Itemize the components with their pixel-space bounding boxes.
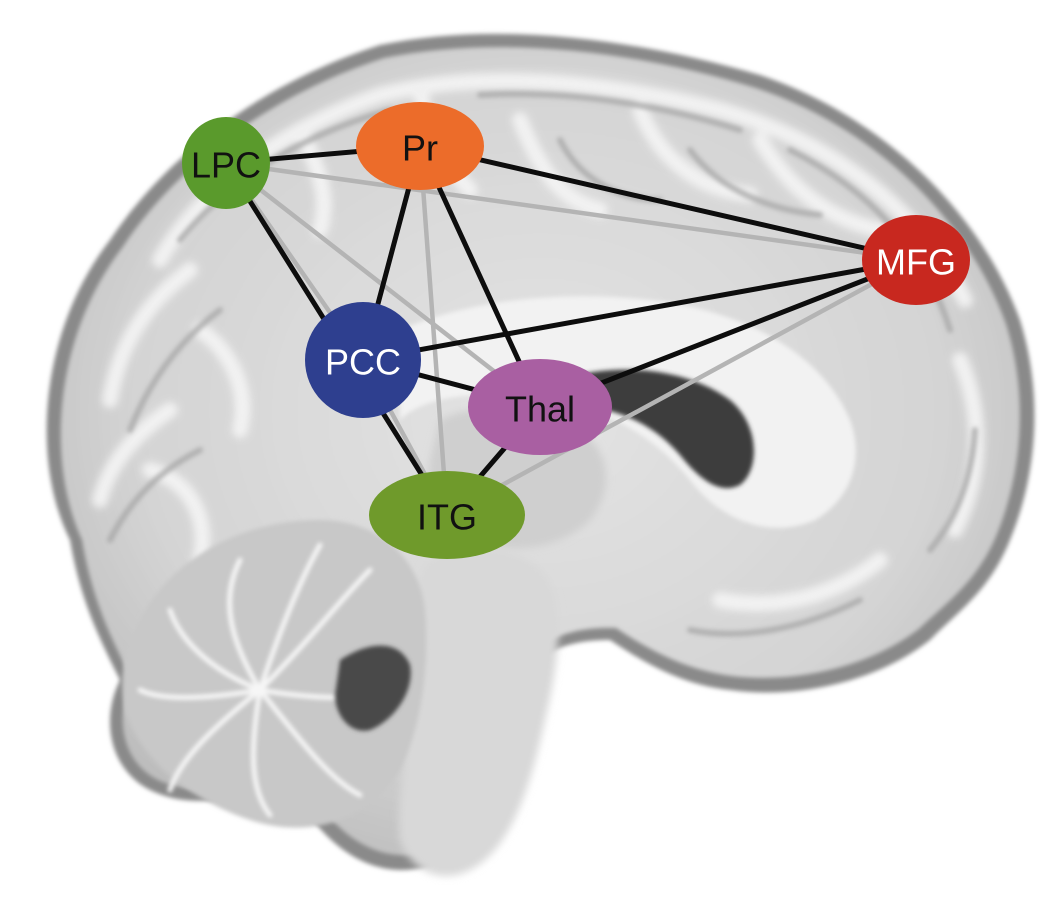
fourth-ventricle <box>335 645 411 731</box>
node-pcc-ellipse <box>305 302 421 418</box>
node-pcc-label: PCC <box>325 342 401 383</box>
node-lpc-label: LPC <box>191 145 261 186</box>
edge-lpc-mfg <box>223 160 919 263</box>
node-pr-label: Pr <box>402 128 438 169</box>
edge-pcc-mfg <box>360 257 919 363</box>
node-pcc: PCC <box>305 302 421 418</box>
node-lpc: LPC <box>182 117 270 209</box>
brainstem <box>398 548 559 876</box>
edge-pr-mfg <box>417 143 919 263</box>
node-lpc-ellipse <box>182 117 270 209</box>
edge-itg-mfg <box>444 257 919 518</box>
node-itg: ITG <box>369 471 525 559</box>
node-pr-ellipse <box>356 102 484 190</box>
node-thal-ellipse <box>468 359 612 455</box>
edge-thal-mfg <box>537 257 919 410</box>
node-itg-label: ITG <box>417 497 477 538</box>
node-itg-ellipse <box>369 471 525 559</box>
node-mfg-ellipse <box>862 215 970 305</box>
edge-pr-itg <box>417 143 450 518</box>
node-mfg-label: MFG <box>876 242 956 283</box>
node-pr: Pr <box>356 102 484 190</box>
node-thal-label: Thal <box>505 389 575 430</box>
node-thal: Thal <box>468 359 612 455</box>
node-mfg: MFG <box>862 215 970 305</box>
